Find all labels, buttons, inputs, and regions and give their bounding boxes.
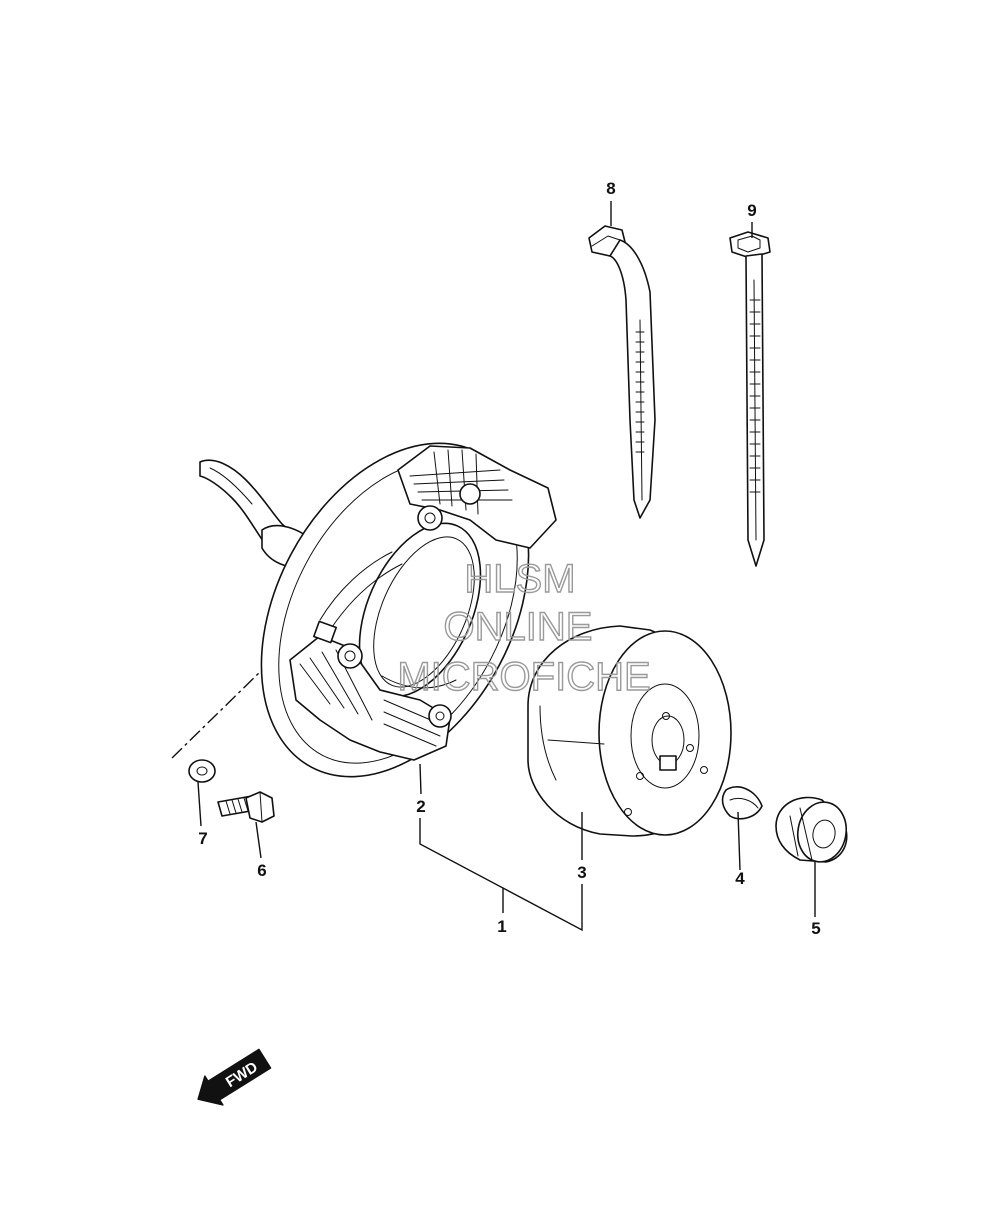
watermark: HLSM ONLINE MICROFICHE <box>397 556 652 699</box>
callout-6: 6 <box>257 861 266 880</box>
part-4-key[interactable] <box>721 786 763 820</box>
watermark-line-3: MICROFICHE <box>397 655 650 699</box>
part-9-cable-tie[interactable] <box>729 231 771 567</box>
callout-labels: 8 9 2 3 1 4 5 6 7 <box>198 179 820 938</box>
callout-8: 8 <box>606 179 615 198</box>
fwd-direction-badge: FWD <box>197 1048 272 1106</box>
part-6-bolt[interactable] <box>217 791 275 823</box>
callout-7: 7 <box>198 829 207 848</box>
callout-3: 3 <box>577 863 586 882</box>
part-2-stator-assembly[interactable] <box>199 397 583 822</box>
part-5-nut[interactable] <box>775 796 851 866</box>
part-8-cable-tie[interactable] <box>588 225 656 519</box>
forward-arrow-icon <box>197 1048 272 1106</box>
callout-5: 5 <box>811 919 820 938</box>
callout-1: 1 <box>497 917 506 936</box>
watermark-line-1: HLSM <box>464 557 575 601</box>
callout-2: 2 <box>416 797 425 816</box>
leader-lines <box>171 201 816 932</box>
part-3-flywheel-rotor[interactable] <box>527 625 732 837</box>
callout-4: 4 <box>735 869 745 888</box>
watermark-line-2: ONLINE <box>444 605 593 649</box>
part-7-washer[interactable] <box>188 759 216 783</box>
callout-9: 9 <box>747 201 756 220</box>
